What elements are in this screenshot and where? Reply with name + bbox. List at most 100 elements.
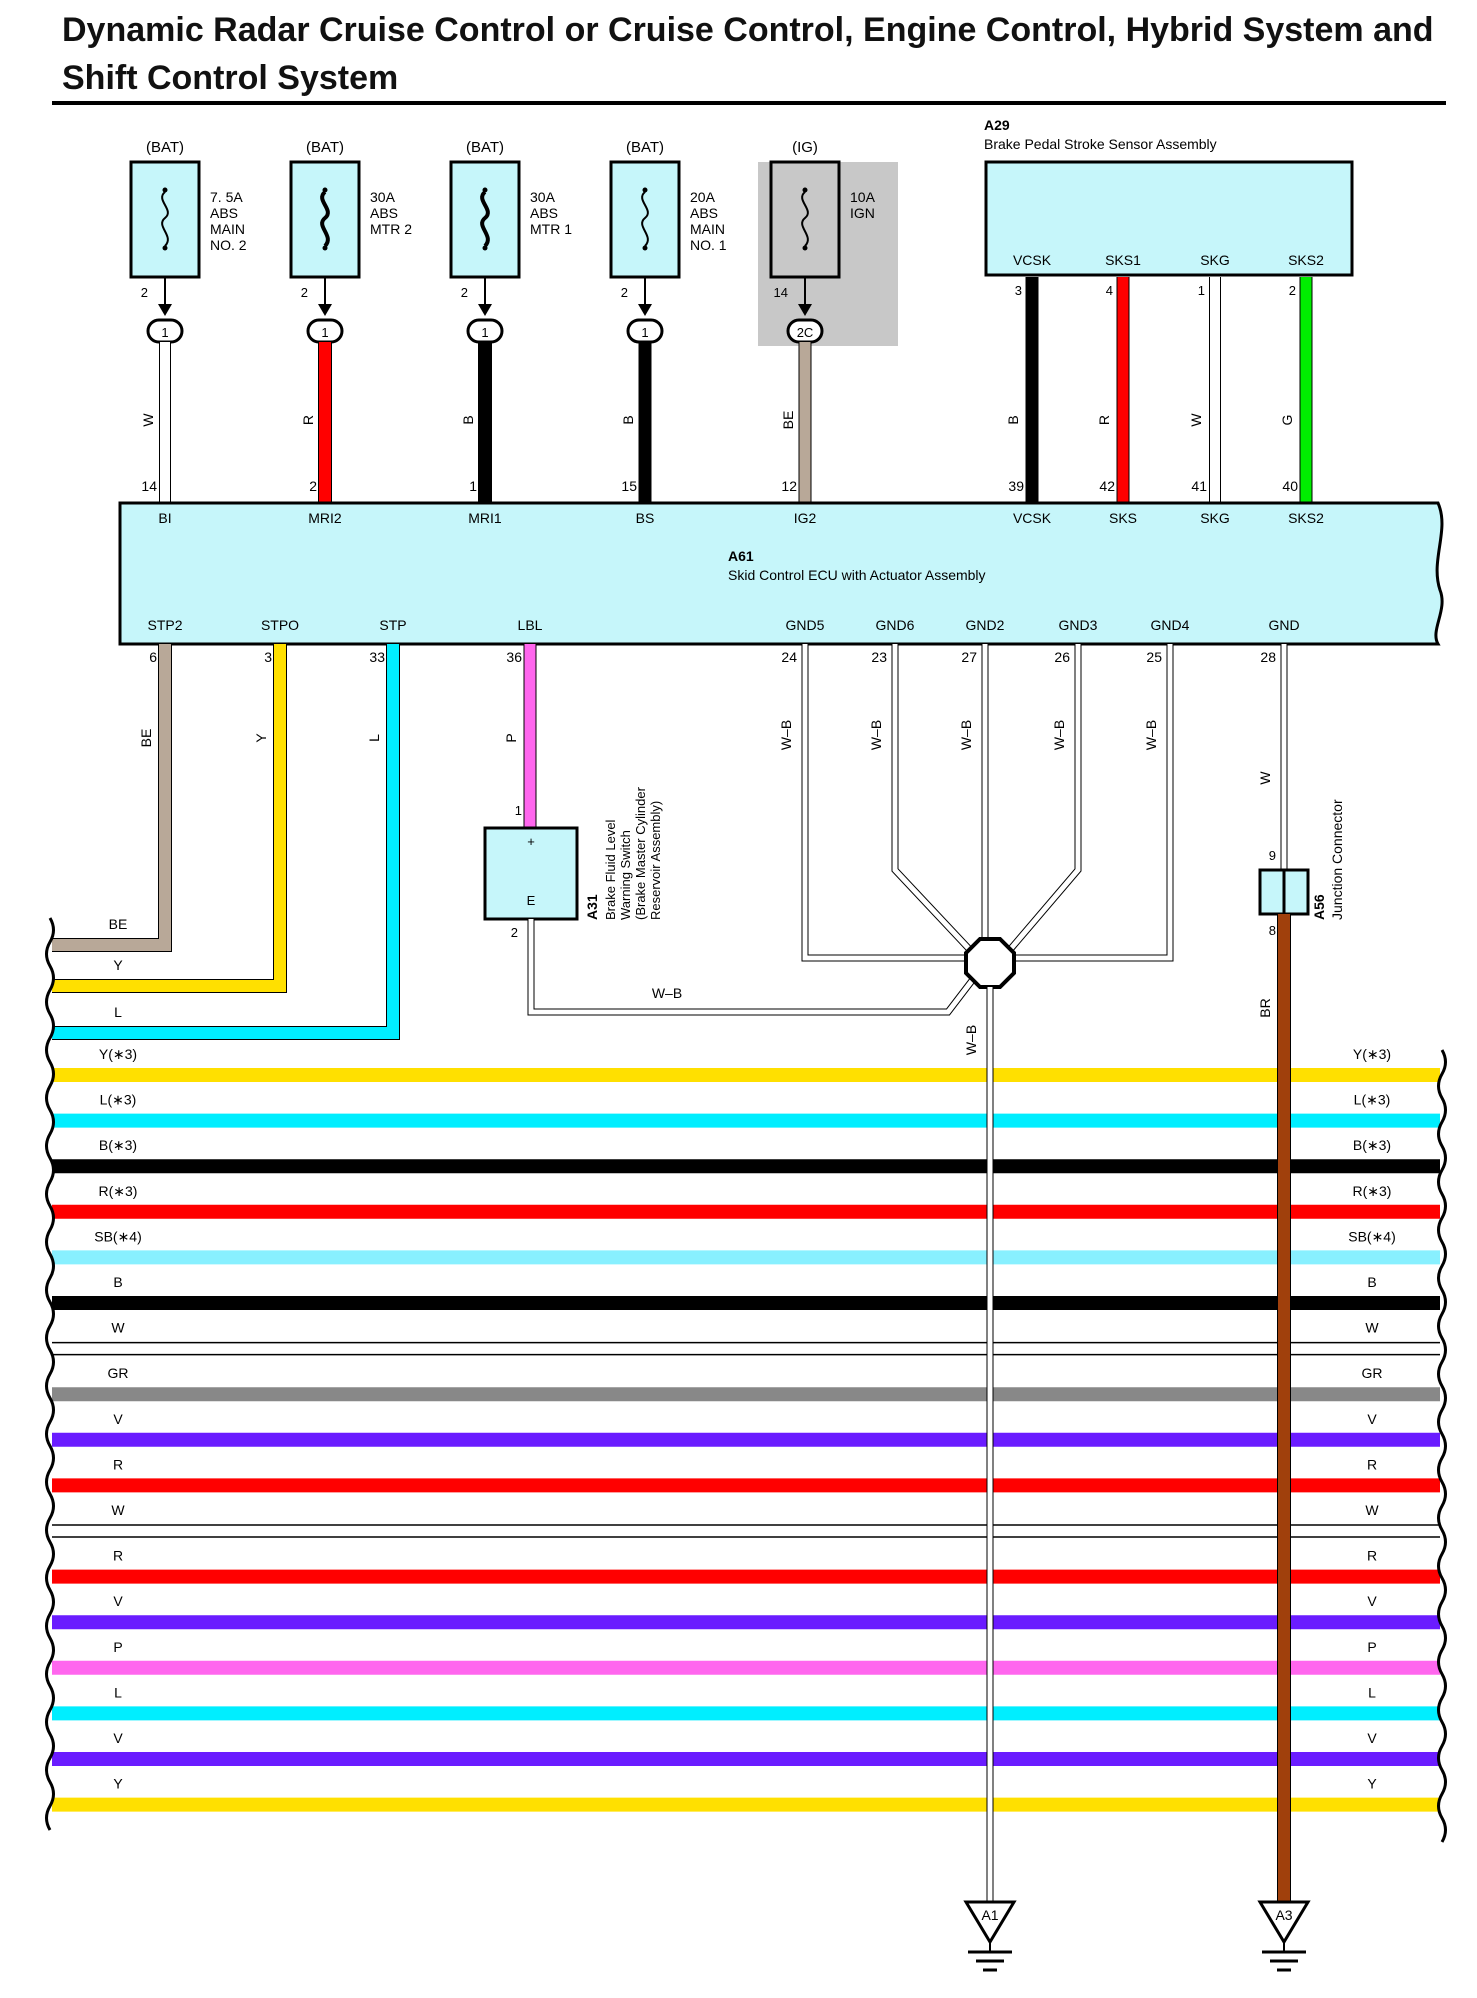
ground-wire-GND5 (802, 644, 970, 961)
wire-STP (52, 644, 399, 1039)
bus-right-label: W (1365, 1502, 1379, 1518)
bus-left-label: W (111, 1320, 125, 1336)
fuse-rating-label: MTR 1 (530, 221, 572, 237)
wire-color-label: B (620, 415, 636, 424)
fuse-supply-label: (BAT) (306, 139, 344, 156)
bus-left-label: V (113, 1411, 123, 1427)
arrow-icon (798, 304, 812, 316)
ground-wire-GND3 (1006, 644, 1081, 954)
wire-STP2 (52, 644, 171, 951)
ground-wire-GND6 (892, 644, 974, 954)
bus-right-label: W (1365, 1320, 1379, 1336)
connector-label: 1 (321, 325, 328, 340)
sensor-pin-label: 2 (1289, 283, 1296, 298)
ecu-pin-label: 24 (781, 649, 797, 665)
switch-name-line: Reservoir Assembly) (648, 801, 663, 920)
ground-wire-GND4 (1010, 644, 1173, 961)
fuse-element-icon (801, 191, 809, 247)
wire-STP2-edge (52, 644, 172, 952)
fuse-element-icon (161, 191, 169, 247)
wire-STP-edge (52, 644, 400, 1040)
bus-right-label: Y (1367, 1776, 1377, 1792)
ground-wire-A31 (528, 919, 976, 1015)
fuse-element-icon (320, 190, 330, 248)
wire-color-label: W–B (652, 985, 682, 1001)
fuse-rating-label: 20A (690, 189, 716, 205)
fuse-pin-label: 2 (461, 285, 468, 300)
ground-wire-GND3-edge (1005, 644, 1082, 955)
bus-left-label: V (113, 1730, 123, 1746)
ecu-id: A61 (728, 548, 754, 564)
arrow-icon (318, 304, 332, 316)
wire-color-label: L (366, 734, 382, 742)
ecu-pin-label: 27 (961, 649, 977, 665)
ecu-pin-label: 36 (506, 649, 522, 665)
fuse-rating-label: 10A (850, 189, 876, 205)
wire-color-label: W–B (868, 720, 884, 750)
fuse-supply-label: (BAT) (146, 139, 184, 156)
ecu-terminal-label: BI (158, 510, 171, 526)
ecu-terminal-label: GND3 (1059, 617, 1098, 633)
ground-wire-GND6-edge (891, 644, 975, 955)
fuse-element-icon (480, 190, 490, 248)
title-divider (52, 101, 1446, 105)
wire-color-label: W–B (963, 1025, 979, 1055)
ecu-pin-label: 25 (1146, 649, 1162, 665)
sensor-name: Brake Pedal Stroke Sensor Assembly (984, 136, 1217, 152)
switch-name-line: (Brake Master Cylinder (633, 786, 648, 920)
bus-right-label: B(∗3) (1353, 1137, 1391, 1153)
junction-pin-label: 8 (1269, 923, 1276, 938)
arrow-icon (478, 304, 492, 316)
bus-right-label: P (1367, 1639, 1376, 1655)
switch-pin-label: 2 (511, 925, 518, 940)
fuse-rating-label: IGN (850, 205, 875, 221)
sensor-pin-label: 4 (1106, 283, 1113, 298)
wire-color-label: R (1096, 415, 1112, 425)
ecu-pin-label: 26 (1054, 649, 1070, 665)
right-break-edge (1437, 1049, 1447, 1843)
ecu-terminal-label: LBL (518, 617, 543, 633)
fuse-terminal (482, 245, 488, 251)
ecu-pin-label: 12 (781, 478, 797, 494)
wire-color-label: R (300, 415, 316, 425)
bus-left-label: W (111, 1502, 125, 1518)
ecu-terminal-label: BS (636, 510, 655, 526)
connector-label: 1 (161, 325, 168, 340)
fuse-terminal (162, 245, 168, 251)
sensor-pin-label: 1 (1198, 283, 1205, 298)
sensor-id: A29 (984, 117, 1010, 133)
fuse-rating-label: 30A (370, 189, 396, 205)
wire-color-label: W (1257, 771, 1273, 785)
bus-right-label: L (1368, 1684, 1376, 1700)
ecu-terminal-label: GND2 (966, 617, 1005, 633)
ecu-terminal-label: STPO (261, 617, 299, 633)
fuse-box (129, 160, 201, 279)
arrow-icon (158, 304, 172, 316)
ground-a1-label: A1 (981, 1907, 998, 1923)
fuse-supply-label: (BAT) (466, 139, 504, 156)
bus-left-label: L(∗3) (100, 1092, 137, 1108)
ecu-pin-label: 40 (1282, 478, 1298, 494)
ground-wire-GND5-edge (801, 644, 970, 962)
ground-a3-icon (1257, 1900, 1311, 1945)
ecu-terminal-label: SKS (1109, 510, 1137, 526)
fuse-rating-label: ABS (370, 205, 398, 221)
ecu-pin-label: 28 (1260, 649, 1276, 665)
fuse-rating-label: ABS (690, 205, 718, 221)
bus-right-label: V (1367, 1411, 1377, 1427)
wire-color-label: BE (138, 729, 154, 748)
junction-id: A56 (1311, 894, 1327, 920)
fuse-terminal (802, 187, 808, 193)
ecu-terminal-label: GND6 (876, 617, 915, 633)
bus-right-label: B (1367, 1274, 1376, 1290)
bus-left-label: L (114, 1684, 122, 1700)
wire-color-label: W–B (958, 720, 974, 750)
ecu-pin-label: 14 (141, 478, 157, 494)
ground-wire-A31-edge (527, 919, 977, 1016)
fuse-terminal (642, 245, 648, 251)
connector-label: 2C (797, 325, 814, 340)
bus-left-label: R(∗3) (99, 1183, 138, 1199)
ecu-terminal-label: GND (1268, 617, 1299, 633)
fuse-terminal (642, 187, 648, 193)
